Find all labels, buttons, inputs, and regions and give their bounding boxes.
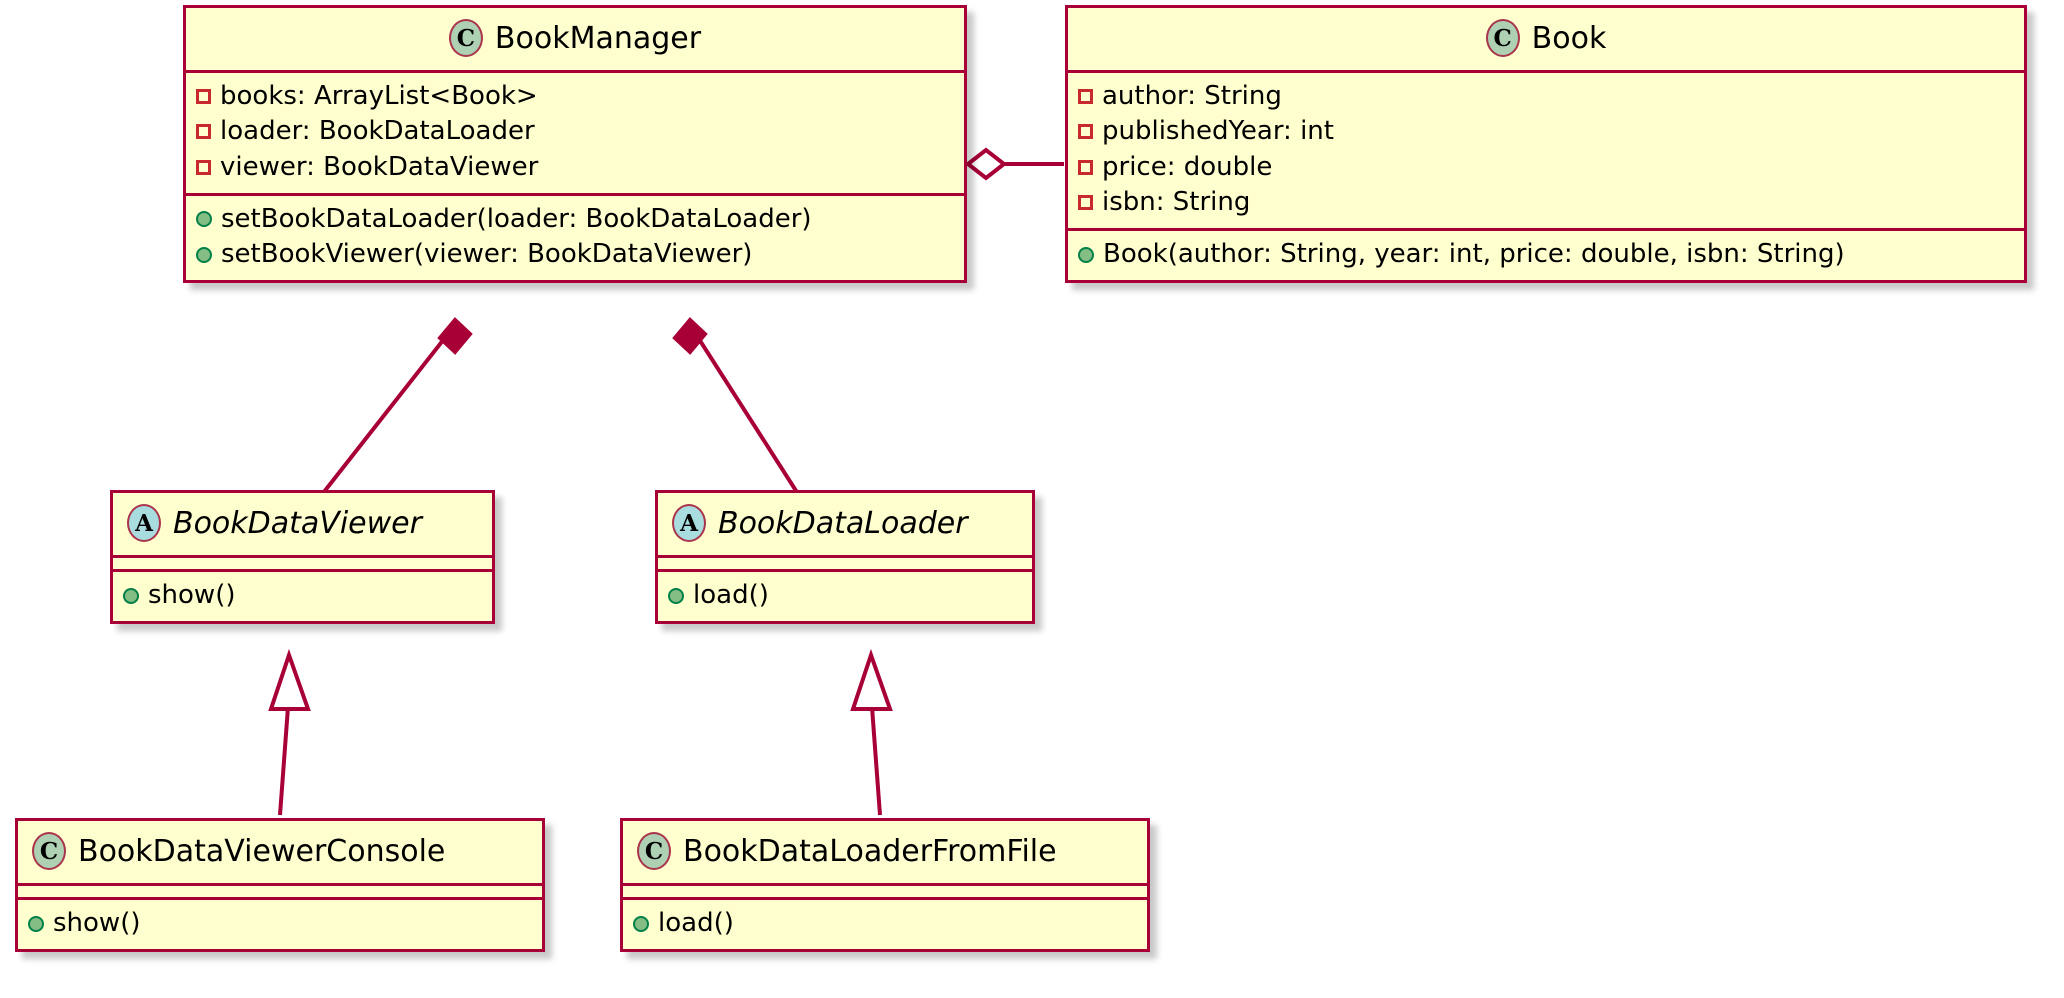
abstract-badge-icon: A	[672, 504, 706, 542]
field-row: viewer: BookDataViewer	[196, 150, 954, 185]
method-label: setBookDataLoader(loader: BookDataLoader…	[221, 203, 812, 234]
fields-compartment-bookdataviewerconsole	[18, 883, 542, 897]
composition-line	[318, 323, 457, 499]
generalization-line	[870, 706, 882, 816]
class-name-book: Book	[1531, 20, 1607, 56]
class-name-bookdataviewer: BookDataViewer	[173, 505, 422, 541]
method-row: load()	[668, 578, 1022, 613]
field-row: publishedYear: int	[1078, 114, 2014, 149]
hollow-triangle-icon	[268, 648, 311, 711]
class-name-bookdataloaderfromfile: BookDataLoaderFromFile	[683, 833, 1057, 869]
class-box-bookmanager[interactable]: C BookManager books: ArrayList<Book> loa…	[183, 5, 967, 284]
class-header-bookdataviewer: A BookDataViewer	[113, 493, 492, 555]
class-name-bookmanager: BookManager	[494, 20, 702, 56]
relationship-generalization-bookdataloaderfromfile-bookdataloader	[850, 648, 893, 816]
method-row: show()	[28, 906, 532, 941]
methods-compartment-bookdataloader: load()	[658, 569, 1032, 621]
private-field-icon	[196, 124, 211, 140]
abstract-badge-icon: A	[127, 504, 161, 542]
public-method-icon	[196, 246, 212, 263]
filled-diamond-icon	[437, 317, 473, 355]
class-header-book: C Book	[1068, 8, 2024, 70]
private-field-icon	[1078, 124, 1093, 140]
filled-diamond-icon	[672, 317, 708, 355]
generalization-line	[278, 706, 290, 816]
field-row: isbn: String	[1078, 185, 2014, 220]
method-label: load()	[693, 580, 769, 610]
field-row: author: String	[1078, 79, 2014, 114]
class-badge-icon: C	[1485, 19, 1520, 57]
method-row: load()	[633, 906, 1137, 941]
class-header-bookdataloaderfromfile: C BookDataLoaderFromFile	[623, 821, 1147, 883]
field-label: loader: BookDataLoader	[220, 116, 535, 147]
class-header-bookdataviewerconsole: C BookDataViewerConsole	[18, 821, 542, 883]
hollow-triangle-icon	[850, 648, 893, 711]
method-label: setBookViewer(viewer: BookDataViewer)	[221, 239, 753, 270]
private-field-icon	[1078, 159, 1093, 175]
field-label: books: ArrayList<Book>	[220, 81, 538, 111]
private-field-icon	[1078, 89, 1093, 105]
field-row: loader: BookDataLoader	[196, 114, 954, 149]
method-row: setBookViewer(viewer: BookDataViewer)	[196, 237, 954, 272]
public-method-icon	[28, 915, 44, 932]
class-box-bookdataloader[interactable]: A BookDataLoader load()	[655, 490, 1035, 625]
public-method-icon	[196, 211, 212, 228]
methods-compartment-bookmanager: setBookDataLoader(loader: BookDataLoader…	[186, 192, 964, 281]
relationship-composition-bookmanager-bookdataloader	[672, 317, 802, 499]
class-box-bookdataviewer[interactable]: A BookDataViewer show()	[110, 490, 495, 625]
class-badge-icon: C	[637, 832, 671, 870]
method-row: setBookDataLoader(loader: BookDataLoader…	[196, 202, 954, 237]
private-field-icon	[196, 89, 211, 105]
methods-compartment-bookdataloaderfromfile: load()	[623, 897, 1147, 949]
class-box-bookdataloaderfromfile[interactable]: C BookDataLoaderFromFile load()	[620, 818, 1150, 953]
method-label: load()	[658, 908, 734, 938]
method-label: Book(author: String, year: int, price: d…	[1103, 239, 1845, 270]
field-label: author: String	[1102, 81, 1282, 111]
fields-compartment-bookdataviewer	[113, 555, 492, 569]
methods-compartment-book: Book(author: String, year: int, price: d…	[1068, 228, 2024, 280]
class-header-bookdataloader: A BookDataLoader	[658, 493, 1032, 555]
field-row: books: ArrayList<Book>	[196, 79, 954, 114]
field-label: isbn: String	[1102, 186, 1251, 217]
fields-compartment-bookdataloader	[658, 555, 1032, 569]
class-box-bookdataviewerconsole[interactable]: C BookDataViewerConsole show()	[15, 818, 545, 953]
class-name-bookdataloader: BookDataLoader	[718, 505, 968, 541]
field-row: price: double	[1078, 150, 2014, 185]
public-method-icon	[633, 915, 649, 932]
relationship-aggregation-bookmanager-book	[964, 147, 1064, 181]
class-badge-icon: C	[32, 832, 66, 870]
public-method-icon	[668, 587, 684, 604]
field-label: viewer: BookDataViewer	[220, 151, 539, 182]
private-field-icon	[1078, 194, 1093, 210]
field-label: price: double	[1102, 151, 1273, 182]
class-box-book[interactable]: C Book author: String publishedYear: int…	[1065, 5, 2027, 284]
private-field-icon	[196, 159, 211, 175]
fields-compartment-bookmanager: books: ArrayList<Book> loader: BookDataL…	[186, 70, 964, 193]
class-badge-icon: C	[448, 19, 483, 57]
public-method-icon	[1078, 246, 1094, 263]
method-label: show()	[53, 908, 141, 938]
class-name-bookdataviewerconsole: BookDataViewerConsole	[78, 833, 446, 869]
field-label: publishedYear: int	[1102, 116, 1334, 147]
public-method-icon	[123, 587, 139, 604]
class-header-bookmanager: C BookManager	[186, 8, 964, 70]
methods-compartment-bookdataviewer: show()	[113, 569, 492, 621]
method-row: show()	[123, 578, 482, 613]
relationship-composition-bookmanager-bookdataviewer	[318, 317, 473, 499]
method-row: Book(author: String, year: int, price: d…	[1078, 237, 2014, 272]
fields-compartment-book: author: String publishedYear: int price:…	[1068, 70, 2024, 228]
relationship-generalization-bookdataviewerconsole-bookdataviewer	[268, 648, 311, 816]
methods-compartment-bookdataviewerconsole: show()	[18, 897, 542, 949]
hollow-diamond-icon	[964, 147, 1008, 181]
fields-compartment-bookdataloaderfromfile	[623, 883, 1147, 897]
composition-line	[688, 323, 802, 499]
method-label: show()	[148, 580, 236, 610]
